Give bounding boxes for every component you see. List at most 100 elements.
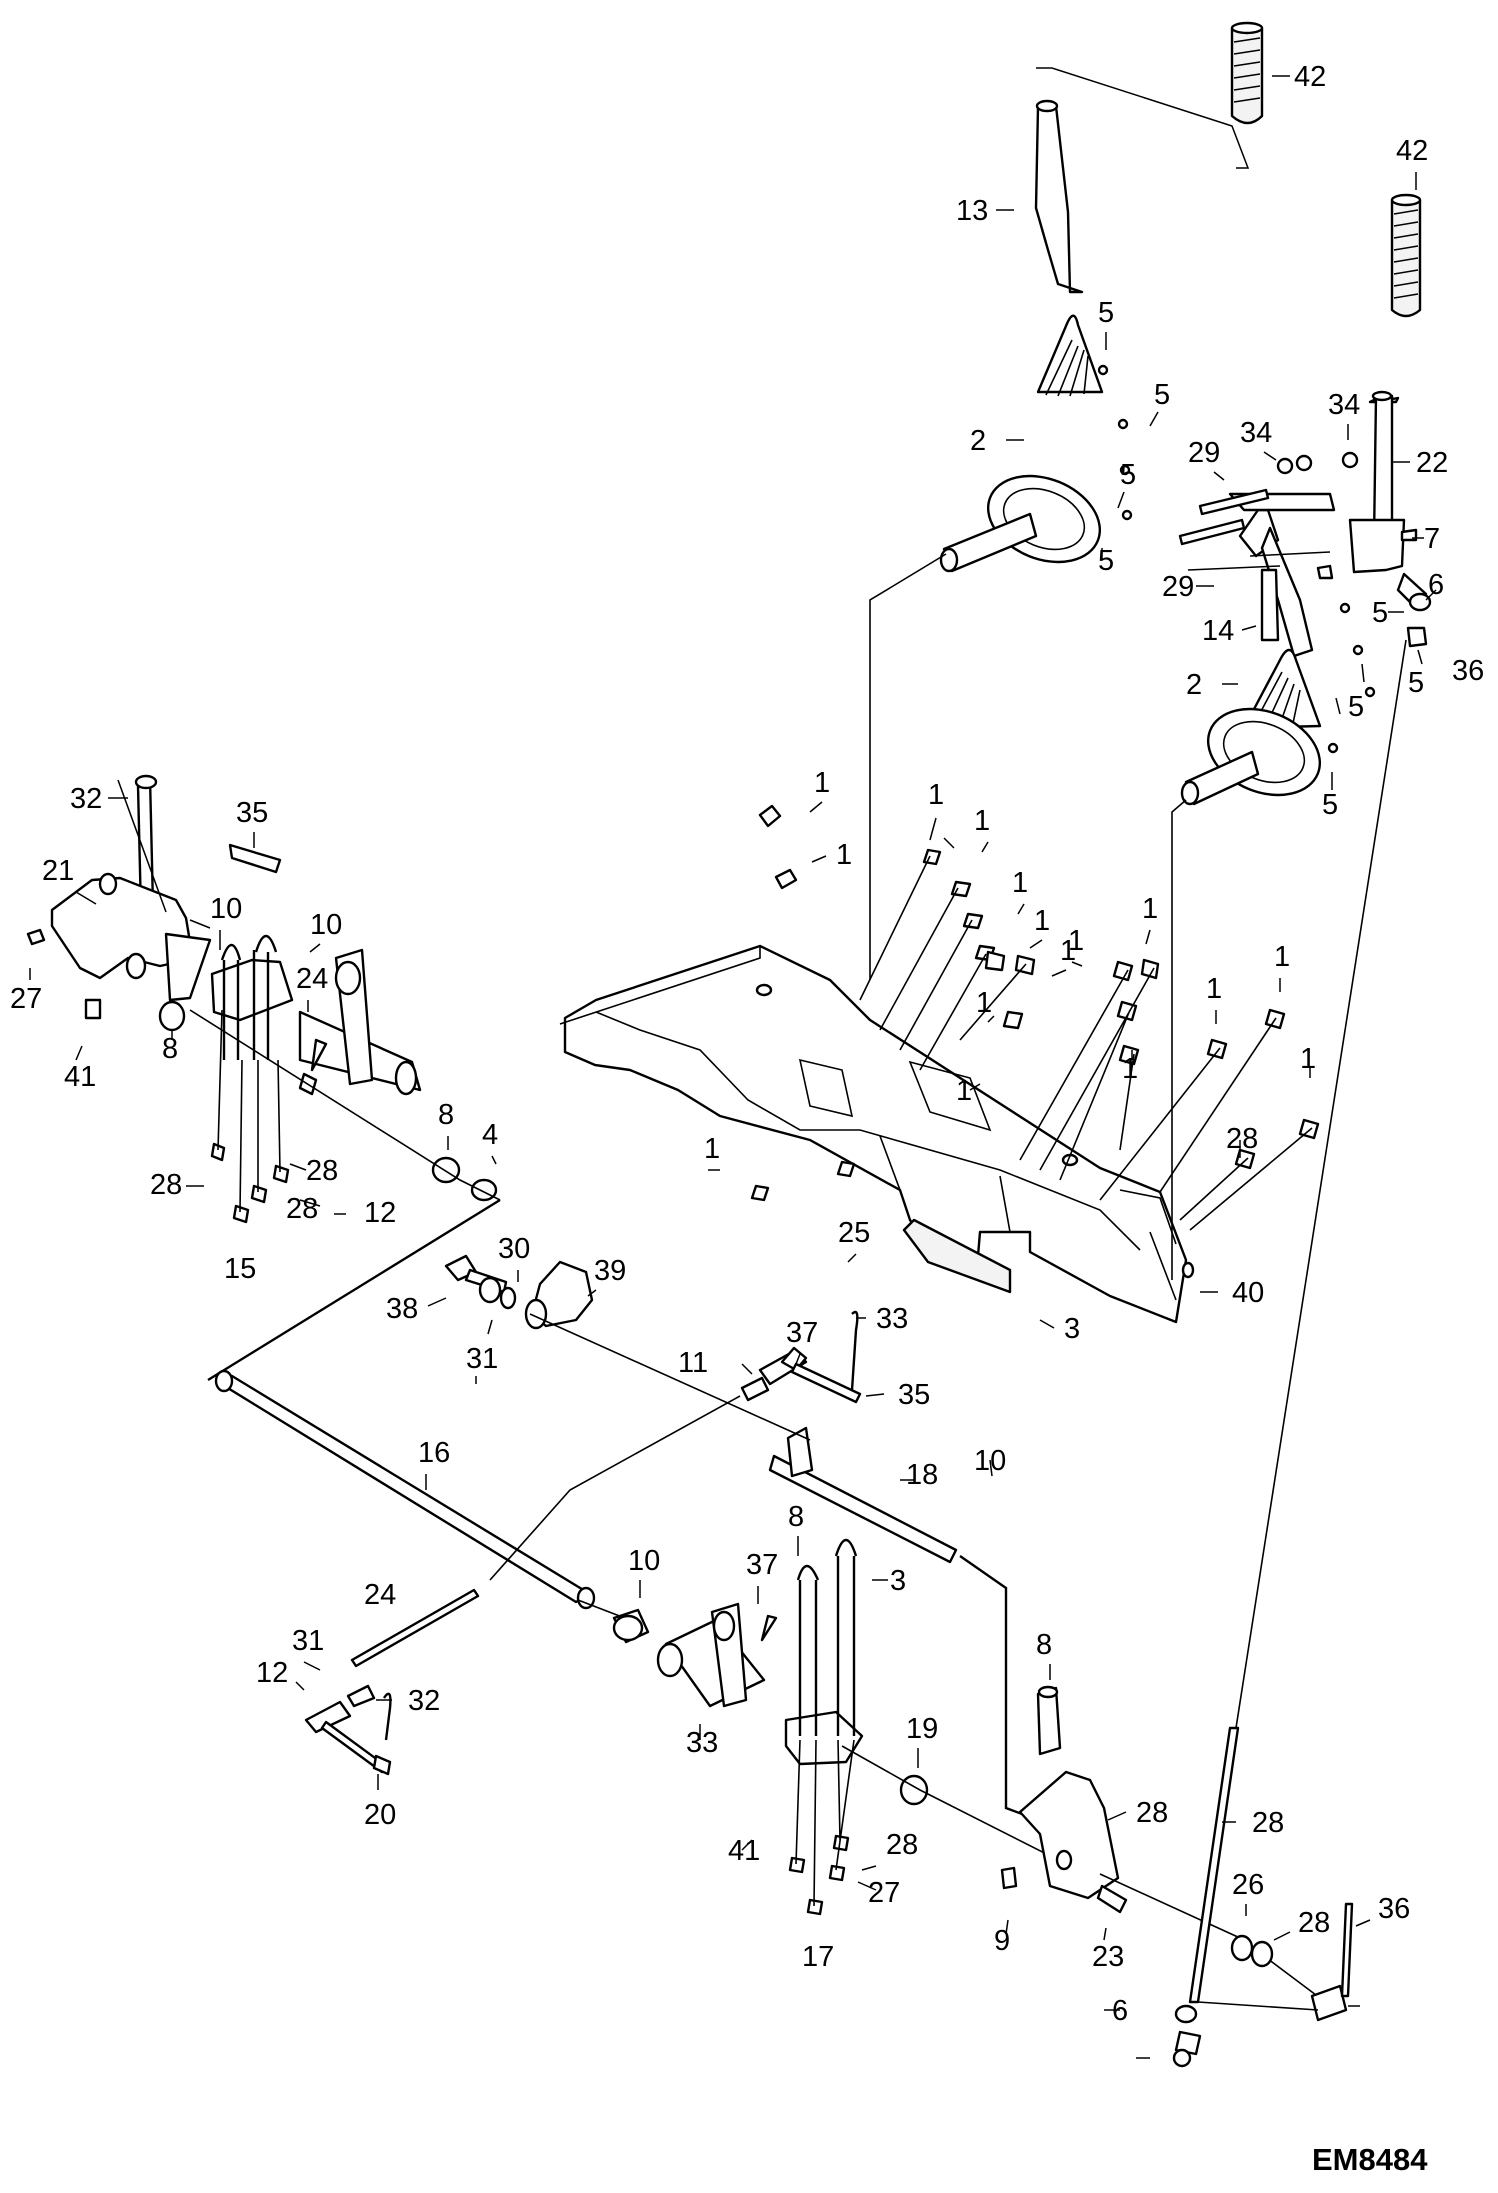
callout: 24 bbox=[296, 963, 328, 995]
callout: 3 bbox=[1064, 1313, 1080, 1345]
callout: 33 bbox=[686, 1727, 718, 1759]
callout: 32 bbox=[70, 783, 102, 815]
callout: 36 bbox=[1452, 655, 1484, 687]
callout: 39 bbox=[594, 1255, 626, 1287]
callout: 10 bbox=[210, 893, 242, 925]
drawing-id: EM8484 bbox=[1312, 2142, 1428, 2177]
callout: 27 bbox=[10, 983, 42, 1015]
callout: 20 bbox=[364, 1799, 396, 1831]
callout: 33 bbox=[876, 1303, 908, 1335]
callout: 28 bbox=[1136, 1797, 1168, 1829]
callout: 12 bbox=[364, 1197, 396, 1229]
callout: 1 bbox=[1122, 1053, 1138, 1085]
drawing bbox=[26, 21, 1432, 2068]
callout: 5 bbox=[1098, 545, 1114, 577]
callout: 7 bbox=[1424, 523, 1440, 555]
callout: 28 bbox=[1252, 1807, 1284, 1839]
callout: 36 bbox=[1378, 1893, 1410, 1925]
callout: 41 bbox=[64, 1061, 96, 1093]
callout: 1 bbox=[1060, 935, 1076, 967]
callout: 1 bbox=[1142, 893, 1158, 925]
callout: 34 bbox=[1328, 389, 1360, 421]
callout: 29 bbox=[1188, 437, 1220, 469]
callout: 6 bbox=[1112, 1995, 1128, 2027]
callout: 26 bbox=[1232, 1869, 1264, 1901]
callout: 28 bbox=[306, 1155, 338, 1187]
callout: 32 bbox=[408, 1685, 440, 1717]
callout: 37 bbox=[786, 1317, 818, 1349]
callout: 28 bbox=[1298, 1907, 1330, 1939]
callout-leaders bbox=[29, 75, 1437, 2059]
callout: 8 bbox=[438, 1099, 454, 1131]
callout: 3 bbox=[890, 1565, 906, 1597]
callout: 13 bbox=[956, 195, 988, 227]
callout: 5 bbox=[1372, 597, 1388, 629]
callout: 5 bbox=[1098, 297, 1114, 329]
main-frame bbox=[559, 944, 1195, 1324]
callout: 15 bbox=[224, 1253, 256, 1285]
callout: 1 bbox=[1274, 941, 1290, 973]
callout: 29 bbox=[1162, 571, 1194, 603]
callout: 37 bbox=[746, 1549, 778, 1581]
callout: 40 bbox=[1232, 1277, 1264, 1309]
callout: 1 bbox=[1034, 905, 1050, 937]
callout: 38 bbox=[386, 1293, 418, 1325]
lower-shaft-bearings bbox=[612, 639, 1407, 2068]
callout: 5 bbox=[1348, 691, 1364, 723]
left-lever-assembly bbox=[939, 21, 1264, 573]
callout: 11 bbox=[678, 1347, 708, 1379]
callout: 28 bbox=[150, 1169, 182, 1201]
callout: 1 bbox=[704, 1133, 720, 1165]
callout: 27 bbox=[868, 1877, 900, 1909]
callout: 8 bbox=[788, 1501, 804, 1533]
callout: 14 bbox=[1202, 615, 1234, 647]
callout: 5 bbox=[1408, 667, 1424, 699]
callout: 34 bbox=[1240, 417, 1272, 449]
leader-left-lever bbox=[869, 553, 947, 980]
callout: 10 bbox=[310, 909, 342, 941]
callout: 16 bbox=[418, 1437, 450, 1469]
callout: 1 bbox=[976, 987, 992, 1019]
callout: 4 bbox=[482, 1119, 498, 1151]
callout: 31 bbox=[292, 1625, 324, 1657]
right-lever-assembly bbox=[1178, 193, 1432, 806]
frame-bolts bbox=[750, 804, 1320, 1231]
callout: 18 bbox=[906, 1459, 938, 1491]
leader-right-lever bbox=[1171, 799, 1187, 1280]
callout: 24 bbox=[364, 1579, 396, 1611]
callout: 31 bbox=[466, 1343, 498, 1375]
callout: 17 bbox=[802, 1941, 834, 1973]
callout: 12 bbox=[256, 1657, 288, 1689]
callout: 1 bbox=[814, 767, 830, 799]
callout: 9 bbox=[994, 1925, 1010, 1957]
callout: 1 bbox=[1012, 867, 1028, 899]
callout: 25 bbox=[838, 1217, 870, 1249]
callout: 1 bbox=[956, 1075, 972, 1107]
shafts-and-rods bbox=[207, 1198, 1039, 1822]
callout: 1 bbox=[836, 839, 852, 871]
callout: 42 bbox=[1396, 135, 1428, 167]
callout: 42 bbox=[1294, 61, 1326, 93]
callout: 10 bbox=[628, 1545, 660, 1577]
callout: 28 bbox=[886, 1829, 918, 1861]
callout: 2 bbox=[1186, 669, 1202, 701]
callout: 1 bbox=[974, 805, 990, 837]
callout: 41 bbox=[728, 1835, 760, 1867]
callout: 8 bbox=[1036, 1629, 1052, 1661]
callout-labels: 42 42 13 5 5 2 5 5 34 34 29 22 29 7 6 14… bbox=[10, 61, 1484, 2027]
callout: 5 bbox=[1322, 789, 1338, 821]
callout: 2 bbox=[970, 425, 986, 457]
callout: 5 bbox=[1154, 379, 1170, 411]
callout: 23 bbox=[1092, 1941, 1124, 1973]
callout: 35 bbox=[898, 1379, 930, 1411]
callout: 35 bbox=[236, 797, 268, 829]
callout: 1 bbox=[1206, 973, 1222, 1005]
callout: 8 bbox=[162, 1033, 178, 1065]
callout: 1 bbox=[928, 779, 944, 811]
callout: 28 bbox=[286, 1193, 318, 1225]
callout: 19 bbox=[906, 1713, 938, 1745]
callout: 5 bbox=[1120, 459, 1136, 491]
left-shaft-bearings bbox=[26, 774, 501, 1224]
callout: 1 bbox=[1300, 1043, 1316, 1075]
